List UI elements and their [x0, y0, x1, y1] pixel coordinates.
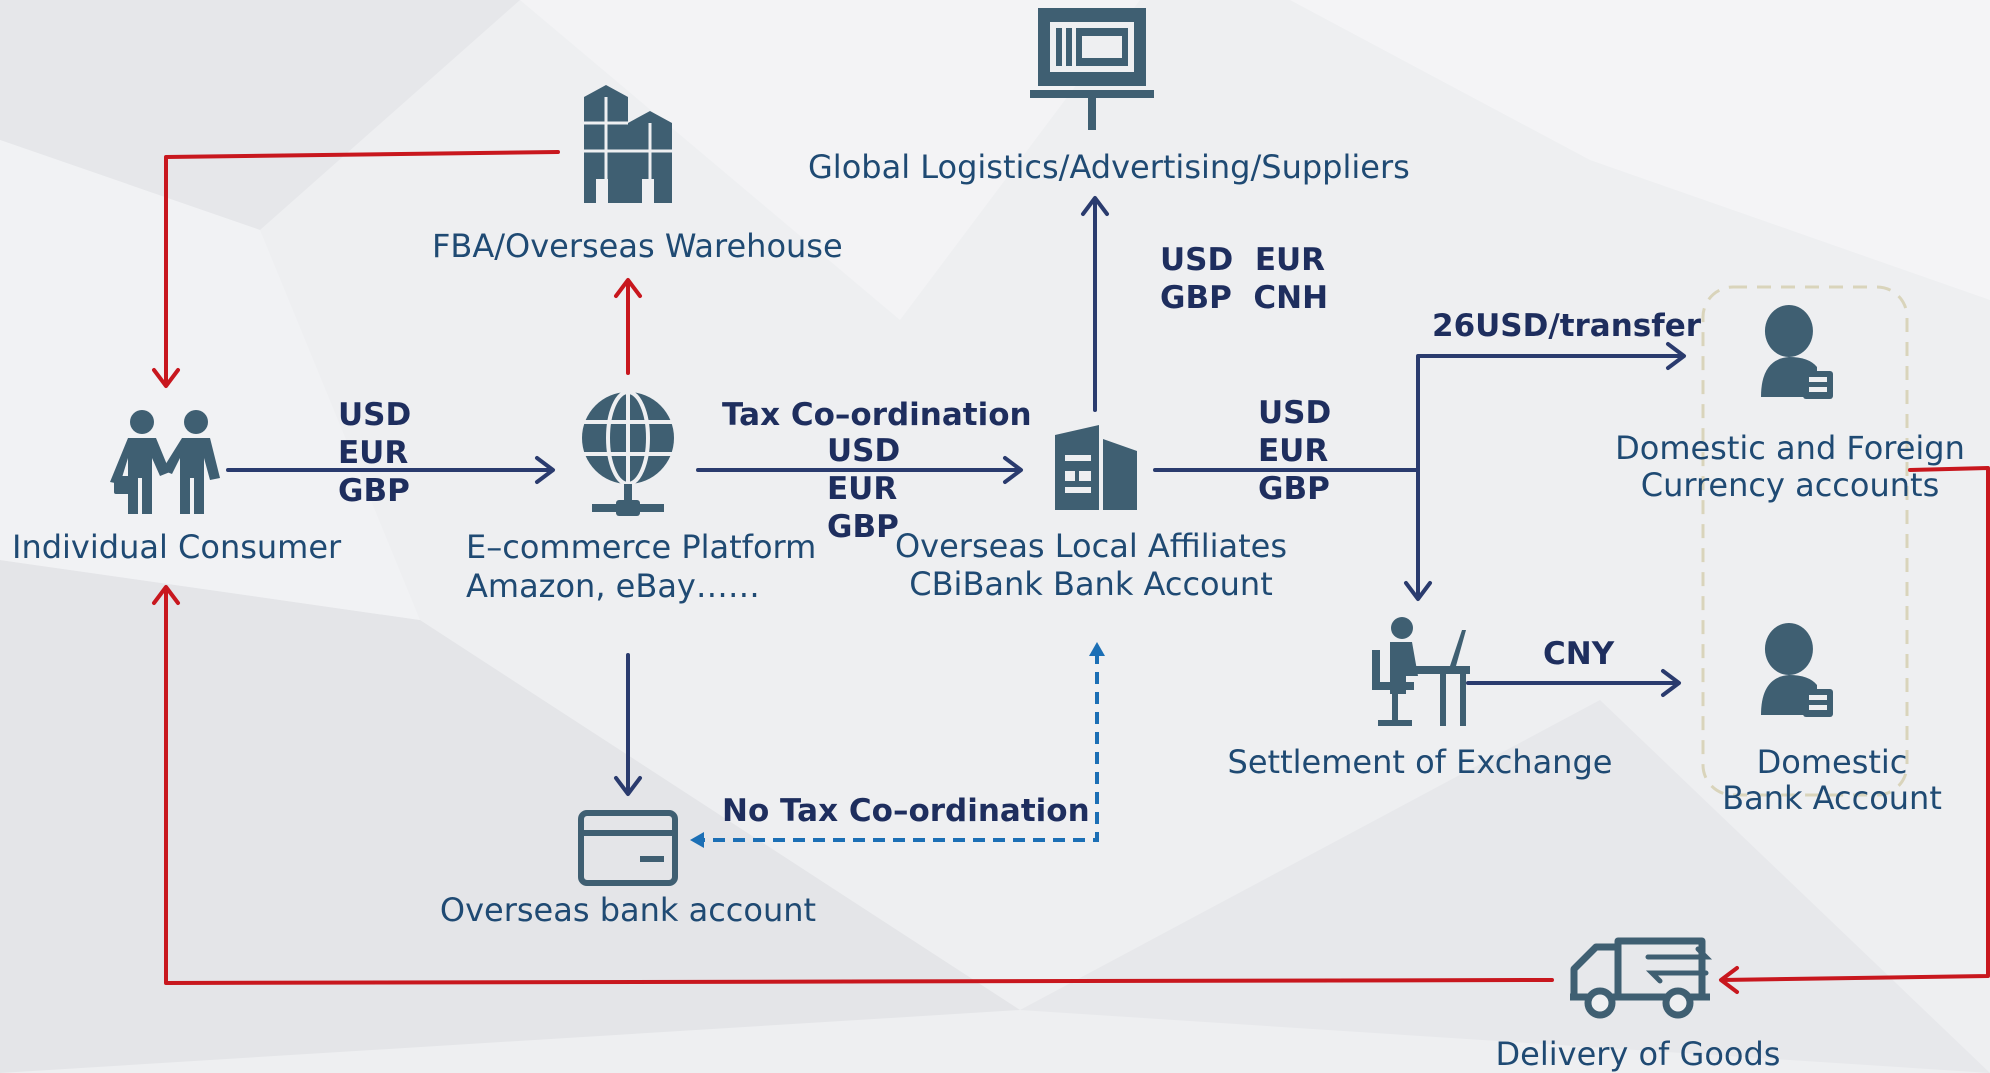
currency-accounts-label-line2: Currency accounts [1640, 466, 1940, 504]
card-icon [578, 810, 678, 886]
settlement-label: Settlement of Exchange [1227, 743, 1613, 781]
warehouse-icon [584, 85, 672, 203]
currency-list-affiliates-split: USD EUR GBP [1258, 394, 1331, 508]
platform-label-line2: Amazon, eBay…… [466, 567, 760, 605]
building-icon [1055, 425, 1137, 510]
platform-label-line1: E–commerce Platform [466, 528, 817, 566]
currency-accounts-label-line1: Domestic and Foreign [1615, 429, 1965, 467]
currency-gbp: GBP [827, 509, 899, 545]
currency-eur: EUR [338, 435, 409, 471]
currency-pair-usd-eur: USD EUR [1160, 242, 1326, 278]
currency-eur: EUR [1258, 433, 1329, 469]
currency-usd: USD [1258, 395, 1332, 431]
currency-eur: EUR [827, 471, 898, 507]
person-icon [1761, 305, 1833, 399]
affiliates-label-line1: Overseas Local Affiliates [894, 527, 1288, 565]
currency-list-consumer-platform: USD EUR GBP [338, 396, 411, 510]
individual-consumer-label: Individual Consumer [12, 528, 342, 566]
arrow-accounts-delivery [1720, 466, 1990, 982]
currency-pair-gbp-cnh: GBP CNH [1160, 280, 1329, 316]
no-tax-coordination-label: No Tax Co–ordination [722, 793, 1090, 829]
person-icon [1761, 623, 1833, 717]
account-group-box [1701, 285, 1909, 797]
currency-list-affiliates-logistics: USD EUR GBP CNH [1160, 241, 1328, 317]
tax-coordination-label: Tax Co–ordination [722, 397, 1032, 433]
currency-gbp: GBP [338, 473, 410, 509]
domestic-bank-label-line1: Domestic [1756, 743, 1908, 781]
billboard-icon [1030, 8, 1154, 130]
currency-usd: USD [338, 397, 412, 433]
logistics-label: Global Logistics/Advertising/Suppliers [808, 148, 1410, 186]
warehouse-label: FBA/Overseas Warehouse [432, 227, 843, 265]
desk-worker-icon [1372, 617, 1470, 726]
arrow-junction-accounts [1416, 354, 1685, 472]
currency-usd: USD [827, 433, 901, 469]
delivery-label: Delivery of Goods [1495, 1035, 1781, 1073]
arrow-delivery-consumer [164, 586, 1554, 985]
currency-list-platform-affiliates: USD EUR GBP [827, 432, 900, 546]
affiliates-label-line2: CBiBank Bank Account [909, 565, 1273, 603]
people-icon [110, 410, 220, 514]
cny-label: CNY [1543, 636, 1615, 672]
globe-icon [582, 390, 674, 516]
arrow-warehouse-consumer [164, 150, 560, 387]
arrow-no-tax [698, 652, 1099, 842]
currency-gbp: GBP [1258, 471, 1330, 507]
overseas-bank-label: Overseas bank account [439, 891, 817, 929]
transfer-fee-label: 26USD/transfer [1432, 308, 1702, 344]
domestic-bank-label-line2: Bank Account [1722, 779, 1942, 817]
truck-icon [1570, 937, 1713, 1019]
